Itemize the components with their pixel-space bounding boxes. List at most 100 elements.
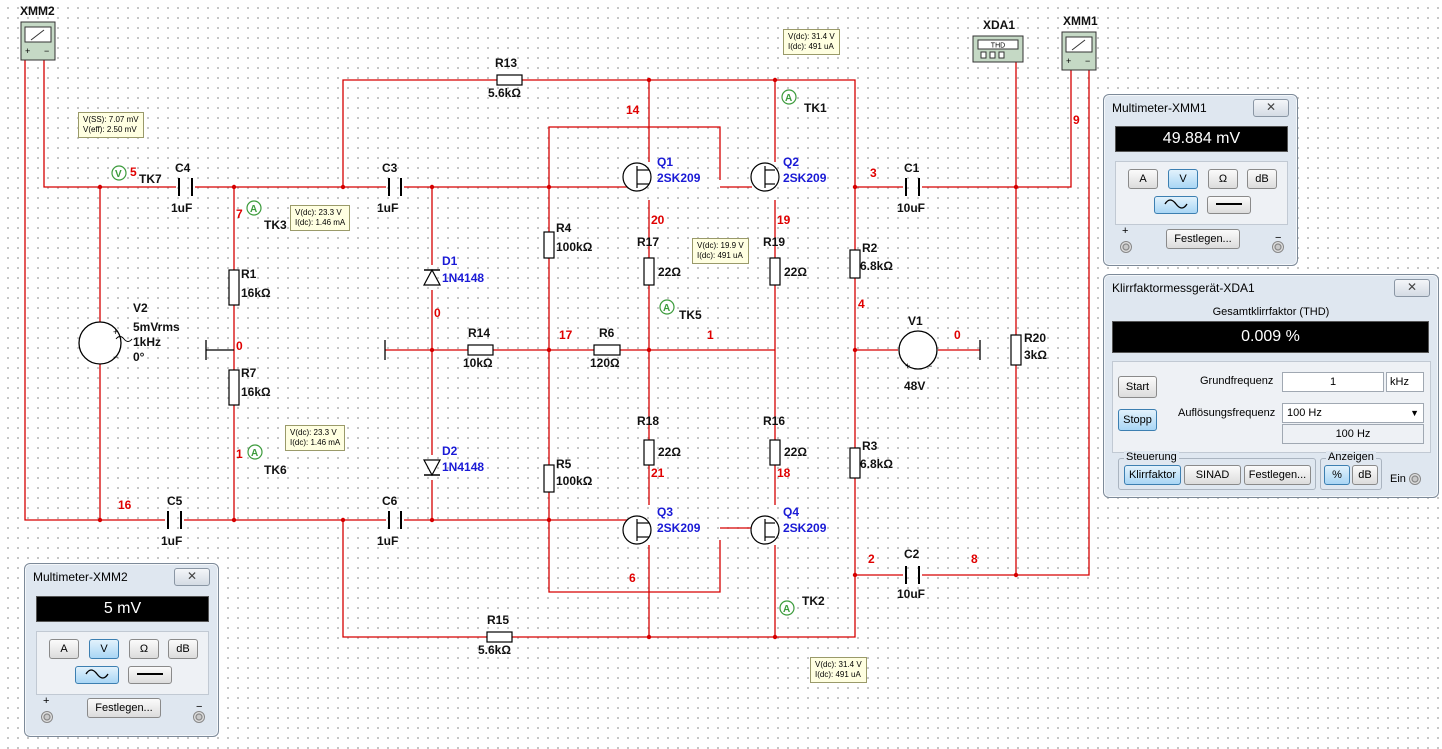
tk7-vss: V(SS): 7.07 mV: [83, 115, 139, 124]
tk3-name: TK3: [264, 218, 287, 232]
net-0-right: 0: [954, 328, 961, 342]
ac-mode-button[interactable]: [1154, 196, 1198, 214]
r17-value: 22Ω: [658, 265, 681, 279]
r13-value: 5.6kΩ: [488, 86, 521, 100]
c6-ref: C6: [382, 494, 398, 508]
percent-button[interactable]: %: [1324, 465, 1350, 485]
v2-ref: V2: [133, 301, 148, 315]
net-7: 7: [236, 207, 243, 221]
decibel-button[interactable]: dB: [1247, 169, 1277, 189]
sinad-mode-button[interactable]: SINAD: [1184, 465, 1241, 485]
plus-terminal-knob[interactable]: [1120, 241, 1132, 253]
decibel-button[interactable]: dB: [168, 639, 198, 659]
tk5-name: TK5: [679, 308, 702, 322]
dc-line-icon: [137, 673, 163, 675]
probe-symbols[interactable]: V A A A A A: [111, 89, 797, 616]
xmm1-instrument[interactable]: +− XMM1: [1061, 14, 1098, 71]
xmm2-instrument[interactable]: +− XMM2: [20, 4, 56, 61]
chevron-down-icon[interactable]: ▼: [1410, 408, 1419, 418]
r17-ref: R17: [637, 235, 659, 249]
ac-mode-button[interactable]: [75, 666, 119, 684]
wires: [24, 60, 1090, 638]
net-3: 3: [870, 166, 877, 180]
v2-frequency: 1kHz: [133, 335, 161, 349]
settings-button[interactable]: Festlegen...: [1244, 465, 1311, 485]
v2-value: 5mVrms: [133, 320, 180, 334]
ohmmeter-button[interactable]: Ω: [129, 639, 159, 659]
tk7-name: TK7: [139, 172, 162, 186]
tk6-name: TK6: [264, 463, 287, 477]
plus-terminal-knob[interactable]: [41, 711, 53, 723]
ammeter-button[interactable]: A: [49, 639, 79, 659]
fundamental-unit: kHz: [1386, 372, 1424, 392]
resolution-display: 100 Hz: [1282, 424, 1424, 444]
stop-button[interactable]: Stopp: [1118, 409, 1157, 431]
multimeter-xmm2-window[interactable]: Multimeter-XMM2 ✕ 5 mV A V Ω dB + − Fest…: [24, 563, 219, 737]
decibel-button[interactable]: dB: [1352, 465, 1378, 485]
tk5-tooltip: V(dc): 19.9 V I(dc): 491 uA: [692, 238, 749, 264]
minus-terminal-knob[interactable]: [1272, 241, 1284, 253]
source-v2-symbol: +−: [78, 321, 133, 365]
source-v1-symbol: +−: [898, 330, 938, 371]
tk2-voltage: V(dc): 31.4 V: [815, 660, 862, 669]
ein-label: Ein: [1390, 473, 1406, 485]
sine-wave-icon: [1164, 199, 1188, 209]
close-button[interactable]: ✕: [1253, 99, 1289, 117]
minus-terminal-knob[interactable]: [193, 711, 205, 723]
tk1-name: TK1: [804, 101, 827, 115]
start-button[interactable]: Start: [1118, 376, 1157, 398]
c2-value: 10uF: [897, 587, 925, 601]
close-button[interactable]: ✕: [174, 568, 210, 586]
voltmeter-button[interactable]: V: [1168, 169, 1198, 189]
thd-mode-button[interactable]: Klirrfaktor: [1124, 465, 1181, 485]
net-8: 8: [971, 552, 978, 566]
ammeter-button[interactable]: A: [1128, 169, 1158, 189]
settings-button[interactable]: Festlegen...: [1166, 229, 1240, 249]
tk2-tooltip: V(dc): 31.4 V I(dc): 491 uA: [810, 657, 867, 683]
display-group-label: Anzeigen: [1326, 451, 1376, 463]
fundamental-input[interactable]: 1: [1282, 372, 1384, 392]
svg-text:A: A: [663, 303, 670, 314]
svg-text:+: +: [1066, 56, 1071, 66]
svg-text:A: A: [783, 604, 790, 615]
distortion-analyzer-xda1-window[interactable]: Klirrfaktormessgerät-XDA1 ✕ Gesamtklirrf…: [1103, 274, 1439, 498]
net-9: 9: [1073, 113, 1080, 127]
close-button[interactable]: ✕: [1394, 279, 1430, 297]
net-5: 5: [130, 165, 137, 179]
r18-ref: R18: [637, 414, 659, 428]
close-icon: ✕: [186, 569, 198, 583]
r19-value: 22Ω: [784, 265, 807, 279]
c5-value: 1uF: [161, 534, 182, 548]
net-labels: 5 14 20 19 3 9 0 17 1 4 0 16 21 18 6 2 8…: [118, 103, 1080, 585]
r16-value: 22Ω: [784, 445, 807, 459]
net-0-left: 0: [236, 339, 243, 353]
q2-ref: Q2: [783, 155, 799, 169]
resolution-label: Auflösungsfrequenz: [1178, 407, 1276, 419]
ohmmeter-button[interactable]: Ω: [1208, 169, 1238, 189]
reading-display: 49.884 mV: [1115, 126, 1288, 152]
q1-ref: Q1: [657, 155, 673, 169]
r3-value: 6.8kΩ: [860, 457, 893, 471]
window-title: Multimeter-XMM1: [1112, 101, 1207, 115]
voltmeter-button[interactable]: V: [89, 639, 119, 659]
fundamental-label: Grundfrequenz: [1200, 375, 1274, 387]
dc-mode-button[interactable]: [1207, 196, 1251, 214]
net-18: 18: [777, 466, 791, 480]
net-4: 4: [858, 297, 865, 311]
dc-mode-button[interactable]: [128, 666, 172, 684]
multimeter-xmm1-window[interactable]: Multimeter-XMM1 ✕ 49.884 mV A V Ω dB + −…: [1103, 94, 1298, 266]
input-terminal-knob[interactable]: [1409, 473, 1421, 485]
r19-ref: R19: [763, 235, 785, 249]
r14-value: 10kΩ: [463, 356, 493, 370]
r4-ref: R4: [556, 221, 572, 235]
svg-text:−: −: [44, 46, 49, 56]
resolution-select[interactable]: 100 Hz ▼: [1282, 403, 1424, 423]
xda1-instrument[interactable]: THD XDA1: [972, 18, 1024, 63]
net-6: 6: [629, 571, 636, 585]
svg-text:−: −: [113, 352, 118, 362]
settings-button[interactable]: Festlegen...: [87, 698, 161, 718]
net-21: 21: [651, 466, 665, 480]
plus-terminal-label: +: [1122, 225, 1129, 237]
minus-terminal-label: −: [1275, 232, 1282, 244]
